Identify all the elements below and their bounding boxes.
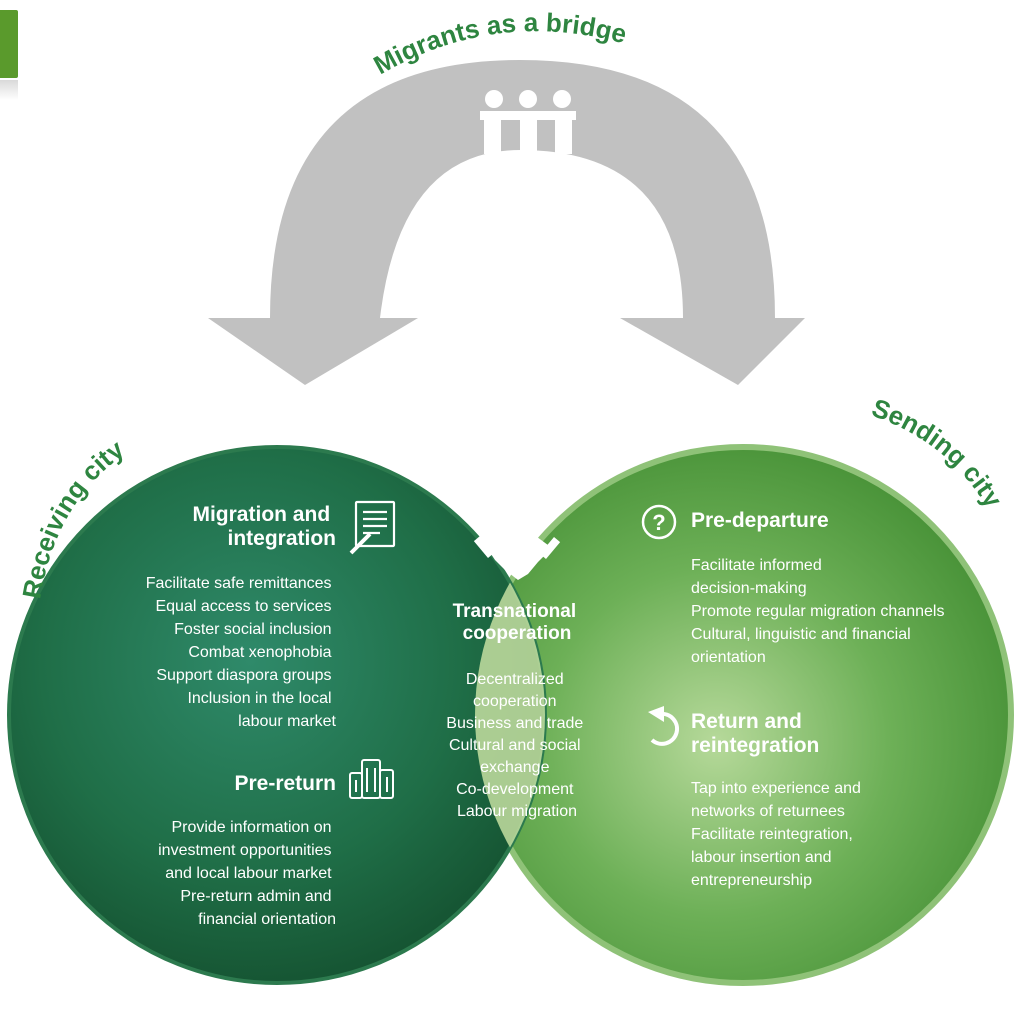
document-pen-icon — [349, 500, 396, 555]
return-arrow-icon — [648, 706, 680, 746]
transnational-heading: Transnational cooperation — [453, 601, 582, 644]
buildings-icon — [349, 759, 394, 799]
people-icon — [480, 90, 576, 154]
corner-tab-shadow — [0, 80, 18, 100]
question-icon: ? — [641, 504, 677, 540]
handshake-icon — [473, 532, 561, 580]
corner-tab — [0, 10, 18, 78]
transnational-list: Decentralized cooperation Business and t… — [446, 671, 587, 820]
pre-departure-heading: Pre-departure — [691, 509, 829, 532]
migration-integration-heading: Migration and integration — [192, 503, 336, 550]
pre-return-heading: Pre-return — [234, 772, 336, 795]
return-reintegration-list: Tap into experience and networks of retu… — [691, 780, 865, 889]
bridge-arch — [208, 60, 805, 385]
pre-departure-list: Facilitate informed decision-making Prom… — [691, 557, 949, 666]
svg-text:?: ? — [652, 510, 665, 535]
return-reintegration-heading: Return and reintegration — [691, 710, 819, 757]
pre-return-list: Provide information on investment opport… — [158, 819, 336, 928]
migration-integration-list: Facilitate safe remittances Equal access… — [146, 575, 337, 730]
